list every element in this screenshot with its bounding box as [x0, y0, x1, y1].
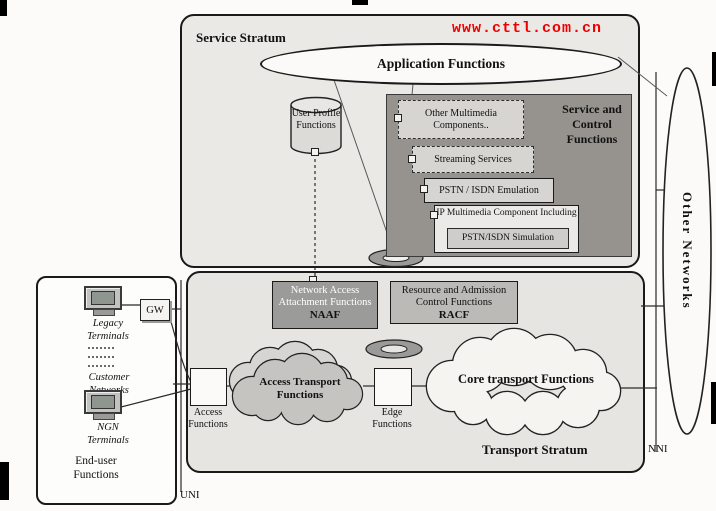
monitor-base: [93, 413, 115, 420]
ip-multimedia-label: IP Multimedia Component Including: [436, 208, 577, 218]
connector-comp3: [420, 185, 428, 193]
streaming-services-label: Streaming Services: [434, 153, 512, 165]
ip-multimedia-component-box: IP Multimedia Component Including PSTN/I…: [434, 205, 579, 253]
monitor-base: [93, 309, 115, 316]
pstn-isdn-simulation-box: PSTN/ISDN Simulation: [447, 228, 569, 249]
gateway-box: GW: [140, 299, 170, 321]
watermark-text: www.cttl.com.cn: [452, 20, 603, 37]
racf-box: Resource and Admission Control Functions…: [390, 281, 518, 324]
other-networks-label: Other Networks: [680, 192, 695, 310]
access-functions-label: Access Functions: [188, 407, 228, 430]
ellipsis-dots: [88, 365, 114, 367]
uni-label: UNI: [180, 489, 200, 501]
scan-artifact: [352, 0, 368, 5]
scan-artifact: [0, 462, 9, 500]
connector-comp4: [430, 211, 438, 219]
core-transport-label: Core transport Functions: [458, 372, 594, 386]
monitor-screen: [91, 395, 115, 409]
other-multimedia-components-box: Other Multimedia Components..: [398, 100, 524, 139]
edge-functions-label: Edge Functions: [372, 407, 412, 430]
scan-artifact: [711, 382, 716, 424]
gateway-label: GW: [146, 304, 164, 316]
service-stratum-label: Service Stratum: [196, 30, 286, 45]
user-profile-label: User Profile Functions: [291, 108, 341, 131]
legacy-terminals-label: Legacy Terminals: [87, 318, 129, 342]
transport-stratum-label: Transport Stratum: [482, 442, 588, 457]
pstn-isdn-emulation-box: PSTN / ISDN Emulation: [424, 178, 554, 203]
streaming-services-box: Streaming Services: [412, 146, 534, 173]
connector-comp1: [394, 114, 402, 122]
access-functions-box: [190, 368, 227, 406]
monitor-screen: [91, 291, 115, 305]
pstn-isdn-emulation-label: PSTN / ISDN Emulation: [439, 184, 539, 196]
racf-title: Resource and Admission Control Functions: [401, 285, 507, 309]
other-multimedia-label: Other Multimedia Components..: [425, 108, 497, 131]
ellipsis-dots: [88, 356, 114, 358]
ngn-terminal-icon: [84, 390, 122, 420]
ngn-terminals-label: NGN Terminals: [87, 422, 129, 446]
application-functions-ellipse: Application Functions: [260, 43, 622, 85]
connector-cylinder: [311, 148, 319, 156]
application-functions-label: Application Functions: [377, 56, 505, 71]
nni-label: NNI: [648, 443, 668, 455]
connector-comp2: [408, 155, 416, 163]
edge-functions-box: [374, 368, 412, 406]
naaf-abbr: NAAF: [309, 309, 341, 322]
ellipsis-dots: [88, 347, 114, 349]
service-control-label: Service and Control Functions: [562, 102, 622, 146]
scan-artifact: [0, 0, 7, 16]
scan-artifact: [712, 52, 716, 86]
end-user-functions-label: End-user Functions: [73, 455, 119, 482]
naaf-box: Network Access Attachment Functions NAAF: [272, 281, 378, 329]
legacy-terminal-icon: [84, 286, 122, 316]
access-transport-label: Access Transport Functions: [259, 376, 341, 402]
pstn-isdn-simulation-label: PSTN/ISDN Simulation: [461, 233, 555, 244]
naaf-title: Network Access Attachment Functions: [278, 285, 372, 309]
racf-abbr: RACF: [438, 309, 470, 322]
